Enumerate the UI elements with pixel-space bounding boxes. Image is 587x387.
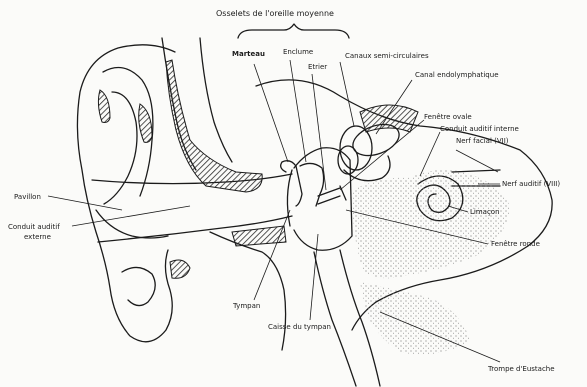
hatch-helix xyxy=(98,90,110,123)
hatch-antihelix xyxy=(139,104,152,142)
eustachian-tube xyxy=(314,252,356,386)
leader-conduit-interne xyxy=(420,132,440,176)
leader-nerf-facial xyxy=(456,150,498,172)
label-conduit-externe-line1: Conduit auditif xyxy=(8,223,60,231)
ossicles-bracket xyxy=(238,24,349,38)
semicircular-canal-3 xyxy=(338,146,358,174)
semicircular-canal-1 xyxy=(340,126,372,170)
label-conduit-interne: Conduit auditif interne xyxy=(440,125,519,133)
dotted-petrous-bone xyxy=(352,170,510,278)
skull-wall-inner xyxy=(200,38,232,162)
dotted-lower-region xyxy=(360,282,470,354)
label-trompe: Trompe d'Eustache xyxy=(488,365,555,373)
leader-etrier xyxy=(312,74,326,190)
label-tympan: Tympan xyxy=(233,302,260,310)
label-marteau: Marteau xyxy=(232,50,265,58)
label-conduit-externe-line2: externe xyxy=(24,233,51,241)
label-nerf-facial: Nerf facial (VII) xyxy=(456,137,509,145)
label-canal-endo: Canal endolymphatique xyxy=(415,71,499,79)
label-fenetre-ovale: Fenêtre ovale xyxy=(424,113,472,121)
tympanic-membrane xyxy=(287,170,292,226)
leader-marteau xyxy=(254,64,288,162)
hatch-canal-floor xyxy=(232,226,286,246)
label-caisse: Caisse du tympan xyxy=(268,323,331,331)
hatch-petrous xyxy=(360,105,418,132)
hatch-skull-wall xyxy=(166,60,262,192)
leader-canaux xyxy=(340,62,354,126)
label-pavillon: Pavillon xyxy=(14,193,41,201)
pinna-outline xyxy=(77,45,175,342)
leader-pavillon xyxy=(48,196,122,210)
ossicles-title: Osselets de l'oreille moyenne xyxy=(216,10,334,18)
pinna-concha xyxy=(96,210,168,238)
label-limacon: Limaçon xyxy=(470,208,500,216)
label-enclume: Enclume xyxy=(283,48,313,56)
incus xyxy=(300,163,324,206)
hatch-lobe xyxy=(170,260,190,278)
label-canaux: Canaux semi-circulaires xyxy=(345,52,429,60)
label-nerf-auditif: Nerf auditif (VIII) xyxy=(502,180,560,188)
leader-enclume xyxy=(290,60,306,162)
label-etrier: Etrier xyxy=(308,63,327,71)
malleus xyxy=(281,161,302,206)
label-fenetre-ronde: Fenêtre ronde xyxy=(491,240,540,248)
pinna-lobe-detail xyxy=(122,267,155,305)
